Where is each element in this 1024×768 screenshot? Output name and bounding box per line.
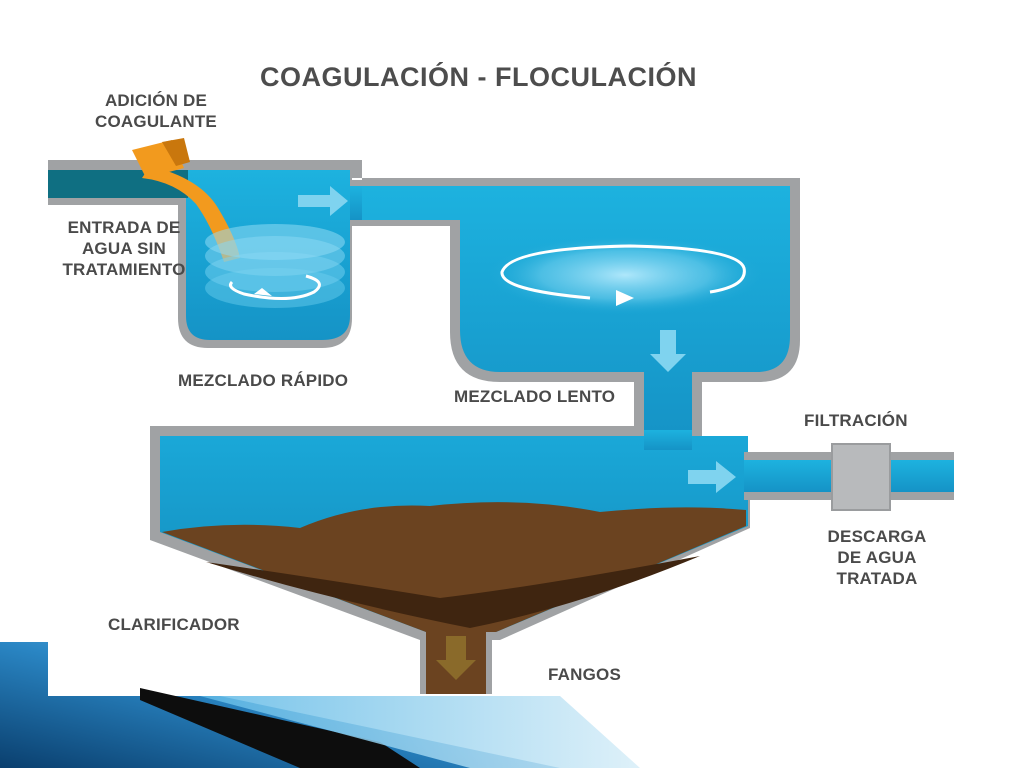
label-raw-water-inlet-line2: AGUA SIN xyxy=(81,239,167,258)
label-treated-water-discharge: DESCARGA DE AGUA TRATADA xyxy=(818,526,936,589)
label-sludge: FANGOS xyxy=(548,665,621,684)
label-discharge-line3: TRATADA xyxy=(836,569,918,588)
slide-decoration xyxy=(0,642,640,768)
flow-arrow-right-2 xyxy=(688,461,736,493)
label-coagulant-addition: ADICIÓN DE COAGULANTE xyxy=(82,90,230,132)
label-discharge-line1: DESCARGA xyxy=(827,527,927,546)
discharge-pipe xyxy=(744,443,954,511)
sludge-arrow-down xyxy=(436,636,476,680)
label-coagulant-addition-line1: ADICIÓN DE xyxy=(104,91,208,110)
filter-unit xyxy=(832,444,890,510)
label-coagulant-addition-line2: COAGULANTE xyxy=(95,112,217,131)
label-slow-mixing: MEZCLADO LENTO xyxy=(454,387,616,406)
label-discharge-line2: DE AGUA xyxy=(837,548,917,567)
label-raw-water-inlet-line3: TRATAMIENTO xyxy=(62,260,186,279)
diagram-title: COAGULACIÓN - FLOCULACIÓN xyxy=(260,62,697,92)
label-filtration: FILTRACIÓN xyxy=(804,411,908,430)
label-rapid-mixing: MEZCLADO RÁPIDO xyxy=(178,371,349,390)
flow-arrow-down xyxy=(650,330,686,372)
sludge-layer xyxy=(162,502,746,694)
flow-arrow-right-1 xyxy=(298,186,348,216)
rapid-mix-swirl xyxy=(205,224,345,308)
label-clarifier: CLARIFICADOR xyxy=(108,615,240,634)
label-raw-water-inlet: ENTRADA DE AGUA SIN TRATAMIENTO xyxy=(52,217,196,280)
slow-mix-swirl xyxy=(500,244,746,306)
label-raw-water-inlet-line1: ENTRADA DE xyxy=(67,218,181,237)
